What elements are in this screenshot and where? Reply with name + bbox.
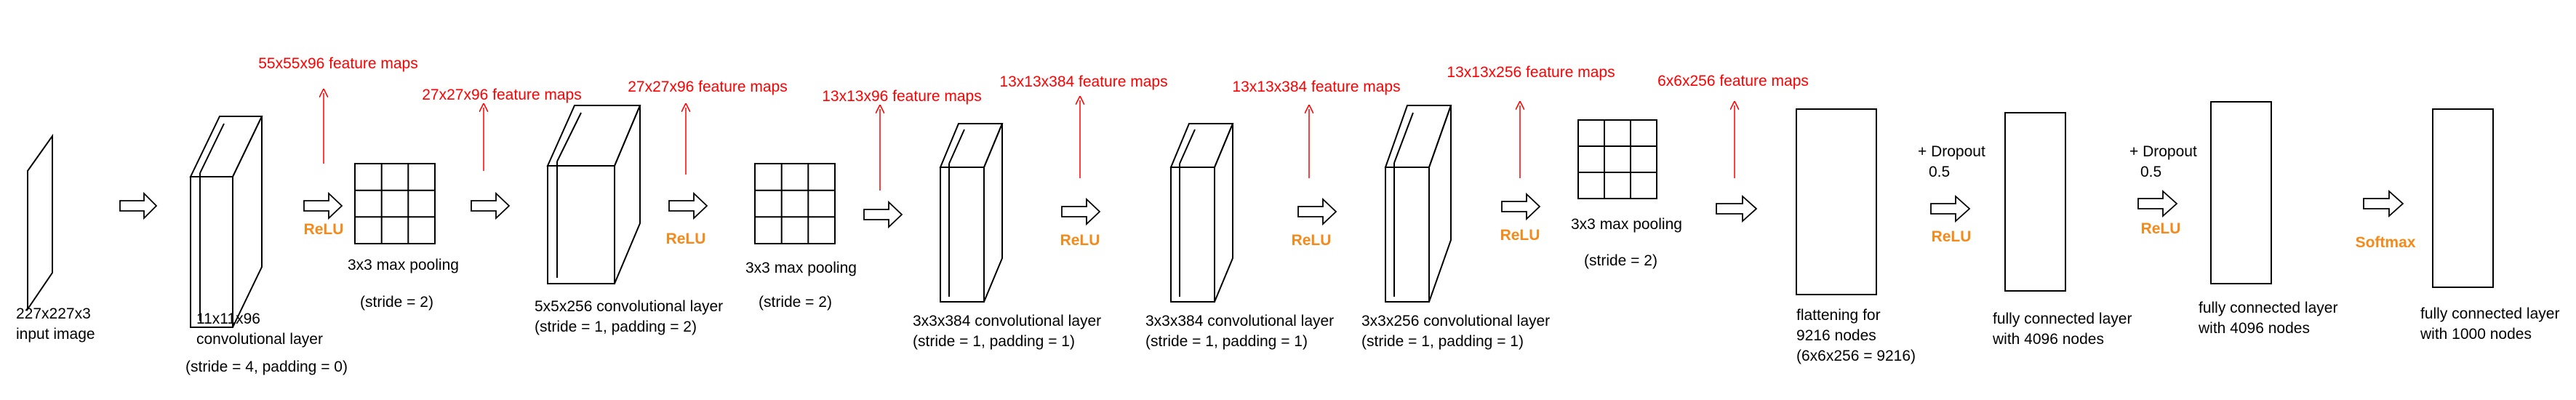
relu-label-fc2: ReLU [2140, 220, 2181, 237]
conv3-params-label: (stride = 1, padding = 1) [913, 333, 1075, 350]
conv4-name-label: 3x3x384 convolutional layer [1145, 313, 1335, 329]
input-name-label: input image [16, 326, 95, 343]
pool3-grid [1577, 119, 1657, 199]
relu-label-conv2: ReLU [665, 231, 706, 247]
input-image-plane [27, 133, 53, 312]
conv4-box [1169, 123, 1234, 303]
arrow-fc1-fc2 [2137, 189, 2178, 218]
conv3-name-label: 3x3x384 convolutional layer [913, 313, 1102, 329]
conv2-box [546, 105, 641, 284]
flatten-line1-label: flattening for [1796, 307, 1881, 324]
dropout-label-fc1: + Dropout [1918, 143, 1985, 160]
dropout-rate-fc1: 0.5 [1929, 164, 1951, 180]
conv2-name-label: 5x5x256 convolutional layer [535, 298, 724, 315]
pool1-grid [354, 163, 436, 244]
pool3-name-label: 3x3 max pooling [1571, 216, 1682, 233]
relu-label-conv1: ReLU [303, 221, 344, 238]
pool2-name-label: 3x3 max pooling [745, 260, 857, 276]
input-size-label: 227x227x3 [16, 305, 91, 322]
fc3-rect [2432, 108, 2494, 288]
fc2-line1-label: fully connected layer [2199, 300, 2338, 316]
feature-label-pool2: 13x13x96 feature maps [822, 88, 982, 105]
arrow-conv4-conv5 [1297, 197, 1337, 226]
relu-label-fc1: ReLU [1931, 228, 1972, 245]
conv2-params-label: (stride = 1, padding = 2) [535, 319, 697, 335]
fc1-line1-label: fully connected layer [1993, 311, 2132, 327]
softmax-label-fc3: Softmax [2355, 234, 2416, 251]
pool1-name-label: 3x3 max pooling [348, 257, 459, 273]
fc2-rect [2210, 101, 2272, 284]
arrow-conv2-pool2 [668, 191, 708, 220]
pool2-params-label: (stride = 2) [759, 294, 832, 311]
arrow-input-conv1 [119, 191, 158, 220]
relu-label-conv5: ReLU [1500, 227, 1540, 244]
flow-arrows [119, 189, 2404, 229]
relu-label-conv4: ReLU [1291, 232, 1332, 249]
feature-label-conv1: 55x55x96 feature maps [258, 55, 418, 72]
arrow-pool1-conv2 [471, 191, 511, 220]
conv1-kernel-label: 11x11x96 [196, 311, 260, 327]
arrow-fc2-fc3 [2363, 189, 2404, 218]
conv5-box [1384, 105, 1452, 303]
conv4-params-label: (stride = 1, padding = 1) [1145, 333, 1308, 350]
dropout-rate-fc2: 0.5 [2140, 164, 2162, 180]
conv1-name-label: convolutional layer [196, 331, 323, 348]
flatten-line2-label: 9216 nodes [1796, 327, 1876, 344]
feature-label-conv5: 13x13x256 feature maps [1447, 64, 1615, 81]
arrow-pool3-flatten [1716, 194, 1758, 223]
arrow-pool2-conv3 [863, 200, 903, 229]
dropout-label-fc2: + Dropout [2129, 143, 2197, 160]
feature-label-conv4: 13x13x384 feature maps [1232, 79, 1401, 95]
pool2-grid [754, 163, 836, 244]
arrow-conv3-conv4 [1061, 197, 1101, 226]
fc2-line2-label: with 4096 nodes [2199, 320, 2310, 337]
arrow-conv5-pool3 [1501, 192, 1541, 221]
feature-label-pool1: 27x27x96 feature maps [422, 87, 582, 103]
feature-label-conv2: 27x27x96 feature maps [628, 79, 788, 95]
pool1-params-label: (stride = 2) [360, 294, 433, 311]
conv3-box [939, 123, 1004, 303]
feature-label-pool3: 6x6x256 feature maps [1657, 73, 1809, 89]
conv1-params-label: (stride = 4, padding = 0) [185, 359, 348, 375]
conv5-name-label: 3x3x256 convolutional layer [1361, 313, 1551, 329]
fc3-line2-label: with 1000 nodes [2420, 326, 2532, 343]
pool3-params-label: (stride = 2) [1584, 252, 1657, 269]
fc1-rect [2004, 112, 2066, 292]
arrow-flatten-fc1 [1930, 194, 1971, 223]
flatten-rect [1796, 108, 1877, 295]
feature-label-conv3: 13x13x384 feature maps [999, 73, 1168, 90]
feature-arrows [324, 93, 1735, 191]
arrow-conv1-pool1 [303, 191, 343, 220]
relu-label-conv3: ReLU [1060, 232, 1100, 249]
conv1-box [189, 116, 263, 328]
flatten-line3-label: (6x6x256 = 9216) [1796, 348, 1916, 364]
fc1-line2-label: with 4096 nodes [1993, 331, 2104, 348]
fc3-line1-label: fully connected layer [2420, 305, 2560, 322]
conv5-params-label: (stride = 1, padding = 1) [1361, 333, 1524, 350]
